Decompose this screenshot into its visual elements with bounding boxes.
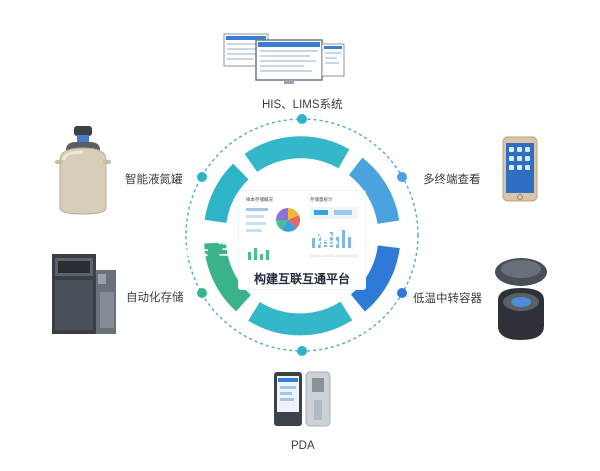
dot-lower-left [197, 288, 207, 298]
label-smart-tank: 智能液氮罐 [125, 174, 183, 186]
center-title: 构建互联互通平台 [253, 272, 350, 286]
ring-segment-bottom [248, 301, 353, 336]
pda-handheld-icon [274, 371, 331, 427]
dot-upper-right [397, 172, 407, 182]
monitor-screens-icon [223, 33, 345, 84]
liquid-nitrogen-tank-icon [55, 126, 111, 215]
dot-lower-right [397, 288, 407, 298]
label-auto-storage: 自动化存储 [126, 292, 184, 304]
overlay-text: 具 全 一 储 管 [185, 233, 341, 260]
dash-pie-chart [276, 207, 301, 232]
dash-left-title: 样本存储概况 [246, 196, 273, 203]
ring-segment-upper-left [204, 163, 249, 224]
ring-segment-lower-right [350, 245, 400, 312]
label-his-lims: HIS、LIMS系统 [262, 99, 343, 111]
dot-top [297, 114, 307, 124]
smartphone-icon [502, 136, 538, 202]
automated-storage-cabinet-icon [52, 254, 116, 334]
ring-segment-top [244, 136, 350, 173]
dot-bottom [297, 346, 307, 356]
cryo-transfer-container-icon [495, 258, 547, 340]
dashboard-preview: 样本存储概况 存储量统计 [238, 190, 366, 290]
ring-segment-lower-left [204, 242, 252, 312]
label-cryo-transfer: 低温中转容器 [413, 293, 482, 305]
dash-right-title: 存储量统计 [310, 196, 333, 203]
dot-upper-left [197, 172, 207, 182]
label-pda: PDA [291, 440, 315, 452]
label-multi-terminal: 多终端查看 [423, 174, 481, 186]
ring-segment-upper-right [348, 157, 400, 225]
